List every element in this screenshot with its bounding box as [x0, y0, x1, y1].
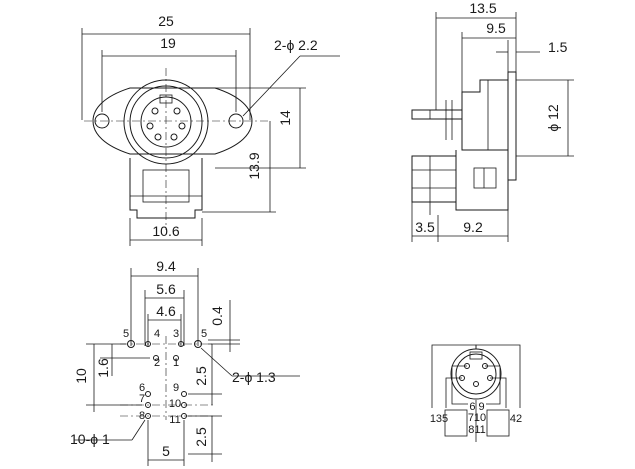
pinout-socket-inner: [455, 353, 497, 395]
footprint-hole: [145, 391, 151, 397]
leader-hole: [242, 55, 301, 117]
front-view: 25 19 2-ϕ 2.2 14 13.9 10.6: [81, 13, 340, 246]
side-flange: [507, 71, 517, 181]
flange-outline: [92, 87, 253, 155]
pin-label-4: 4: [154, 328, 160, 340]
socket-pin: [173, 107, 181, 115]
dim-width-mid: 5.6: [156, 281, 176, 297]
side-pin-lower: [411, 155, 457, 203]
pin-label-7: 7: [139, 393, 145, 405]
socket-pin: [146, 122, 154, 130]
dim-width-overall: 25: [158, 13, 174, 29]
pin-label-8: 8: [139, 410, 145, 422]
pin-label-2: 2: [154, 357, 160, 369]
socket-pin: [151, 107, 159, 115]
pinout-left-group: 135: [430, 413, 448, 425]
dim-pin-offset: 3.5: [415, 219, 435, 235]
dim-width-outer: 9.4: [156, 258, 176, 274]
dim-vertical-offset: 0.4: [209, 306, 225, 326]
pinout-wire-right: [475, 344, 521, 408]
footprint-hole: [181, 391, 187, 397]
pinout-right-group: 42: [510, 413, 522, 425]
small-hole-note: 2-ϕ 1.3: [232, 369, 276, 385]
dim-flange-height: 14: [277, 110, 293, 126]
dim-hole-spacing: 19: [160, 35, 176, 51]
side-body-lower: [455, 150, 509, 211]
footprint-hole: [145, 341, 151, 347]
pin-label-3: 3: [173, 328, 179, 340]
pin-label-11: 11: [169, 414, 180, 426]
dim-height-total: 10: [73, 368, 89, 384]
pinout-wire: [490, 377, 507, 408]
pin-label-5-left: 5: [123, 328, 129, 340]
leader-small-hole: [200, 347, 233, 377]
pinout-wire: [445, 377, 462, 408]
dim-overall-depth: 13.5: [469, 0, 496, 16]
pinout-pin: [473, 381, 479, 387]
large-hole-note: 10-ϕ 1: [70, 431, 110, 447]
dim-bottom-spacing: 5: [162, 443, 170, 459]
pin-label-1: 1: [173, 357, 179, 369]
dim-bottom-width: 10.6: [152, 223, 179, 239]
pinout-frame-left: [444, 409, 468, 437]
socket-pin: [178, 122, 186, 130]
pinout-frame-right: [486, 409, 510, 437]
socket-pin: [170, 133, 178, 141]
side-pin-upper: [411, 109, 463, 120]
pinout-view: 135 6 9 710 811 42: [430, 344, 522, 442]
dim-flange-thickness: 1.5: [548, 39, 568, 55]
pin-label-5-right: 5: [201, 328, 207, 340]
leader-large-hole: [131, 419, 146, 441]
footprint-hole: [173, 355, 179, 361]
side-body-upper: [461, 79, 508, 151]
pin-label-6: 6: [139, 382, 145, 394]
dim-row-spacing: 1.6: [95, 358, 111, 378]
pinout-key: [469, 351, 483, 360]
pinout-middle-upper: 6 9: [469, 401, 484, 413]
dim-body-height: 13.9: [246, 152, 262, 179]
footprint-hole: [145, 402, 151, 408]
socket-pin: [154, 133, 162, 141]
footprint-hole: [145, 413, 151, 419]
footprint-hole: [153, 355, 159, 361]
pin-label-9: 9: [173, 382, 179, 394]
dim-pitch-upper: 2.5: [193, 366, 209, 386]
pinout-socket-outer: [450, 348, 502, 400]
footprint-hole: [178, 341, 184, 347]
dim-body-depth: 9.5: [486, 20, 506, 36]
dim-width-inner: 4.6: [156, 303, 176, 319]
pinout-wire: [485, 365, 501, 405]
dim-diameter: ϕ 12: [545, 104, 561, 132]
footprint-view: 9.4 5.6 4.6 0.4 5 4 3 5 2 1: [70, 258, 300, 466]
pin-label-10: 10: [169, 398, 181, 410]
pinout-wire: [451, 365, 468, 405]
pinout-middle-lower: 811: [468, 424, 486, 436]
side-view: 13.5 9.5 1.5 ϕ 12 3.5 9.2: [411, 0, 574, 242]
hole-note: 2-ϕ 2.2: [274, 37, 318, 53]
pinout-middle-center: 710: [468, 412, 486, 424]
dim-pitch-lower: 2.5: [193, 427, 209, 447]
dim-pin-depth: 9.2: [463, 219, 483, 235]
side-body-window: [473, 167, 497, 189]
